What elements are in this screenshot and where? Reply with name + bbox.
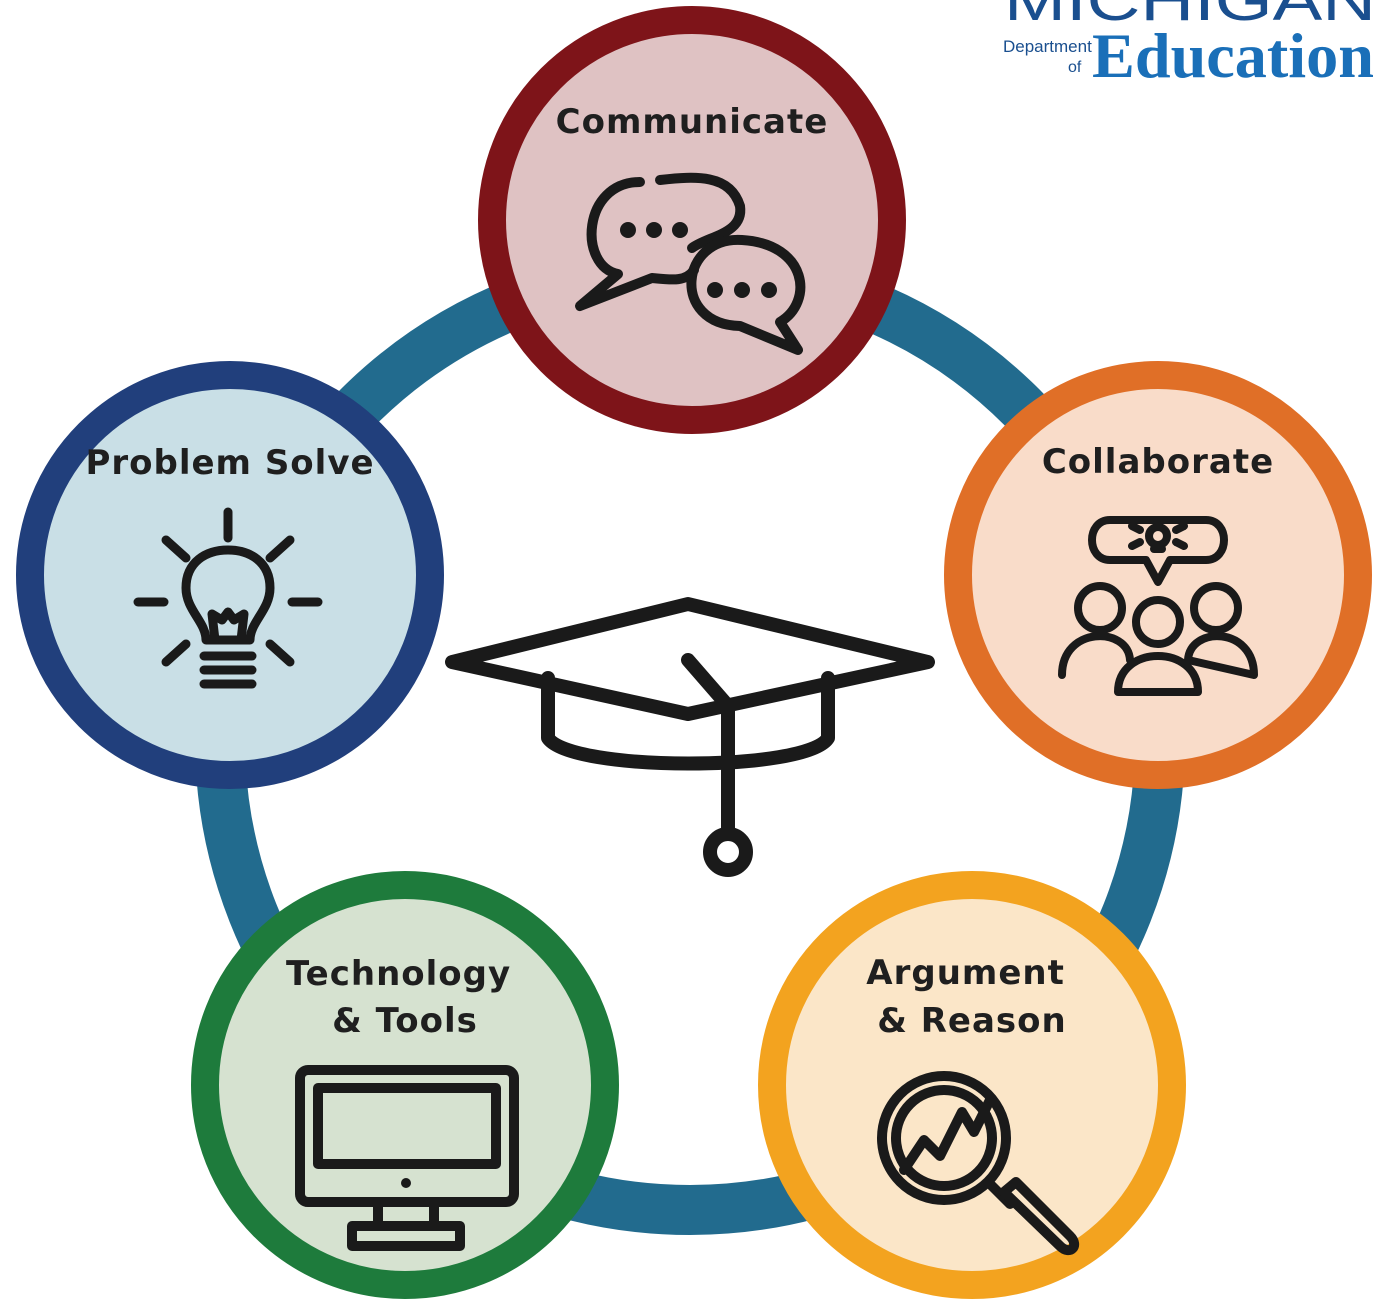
computer-monitor-icon — [295, 1065, 519, 1251]
node-argument-reason: Argument & Reason — [758, 871, 1186, 1299]
node-problem-solve: Problem Solve — [16, 361, 444, 789]
power-led — [401, 1178, 411, 1188]
node-label: Communicate — [556, 102, 829, 142]
node-label: Argument & Reason — [866, 953, 1077, 1041]
node-label: Problem Solve — [85, 443, 374, 483]
logo-of-text: of — [1068, 59, 1082, 76]
node-circle — [478, 6, 906, 434]
node-label: Collaborate — [1042, 442, 1274, 482]
magnifier-chart-icon — [877, 1071, 1080, 1256]
logo-state-text: MICHIGAN — [1004, 0, 1376, 33]
lightbulb-icon — [133, 507, 323, 689]
logo-department-text: Department — [1003, 37, 1092, 56]
node-label: Technology & Tools — [286, 954, 524, 1041]
graduation-cap-icon — [445, 597, 935, 877]
node-circle — [16, 361, 444, 789]
node-technology-tools: Technology & Tools — [191, 871, 619, 1299]
team-idea-icon — [1058, 516, 1258, 696]
logo-education-text: Education — [1092, 20, 1374, 91]
mde-logo: MICHIGAN Department of Education — [1003, 0, 1376, 91]
node-collaborate: Collaborate — [944, 361, 1372, 789]
node-communicate: Communicate — [478, 6, 906, 434]
ellipsis-dots — [620, 222, 777, 298]
speech-bubbles-icon — [575, 172, 806, 355]
